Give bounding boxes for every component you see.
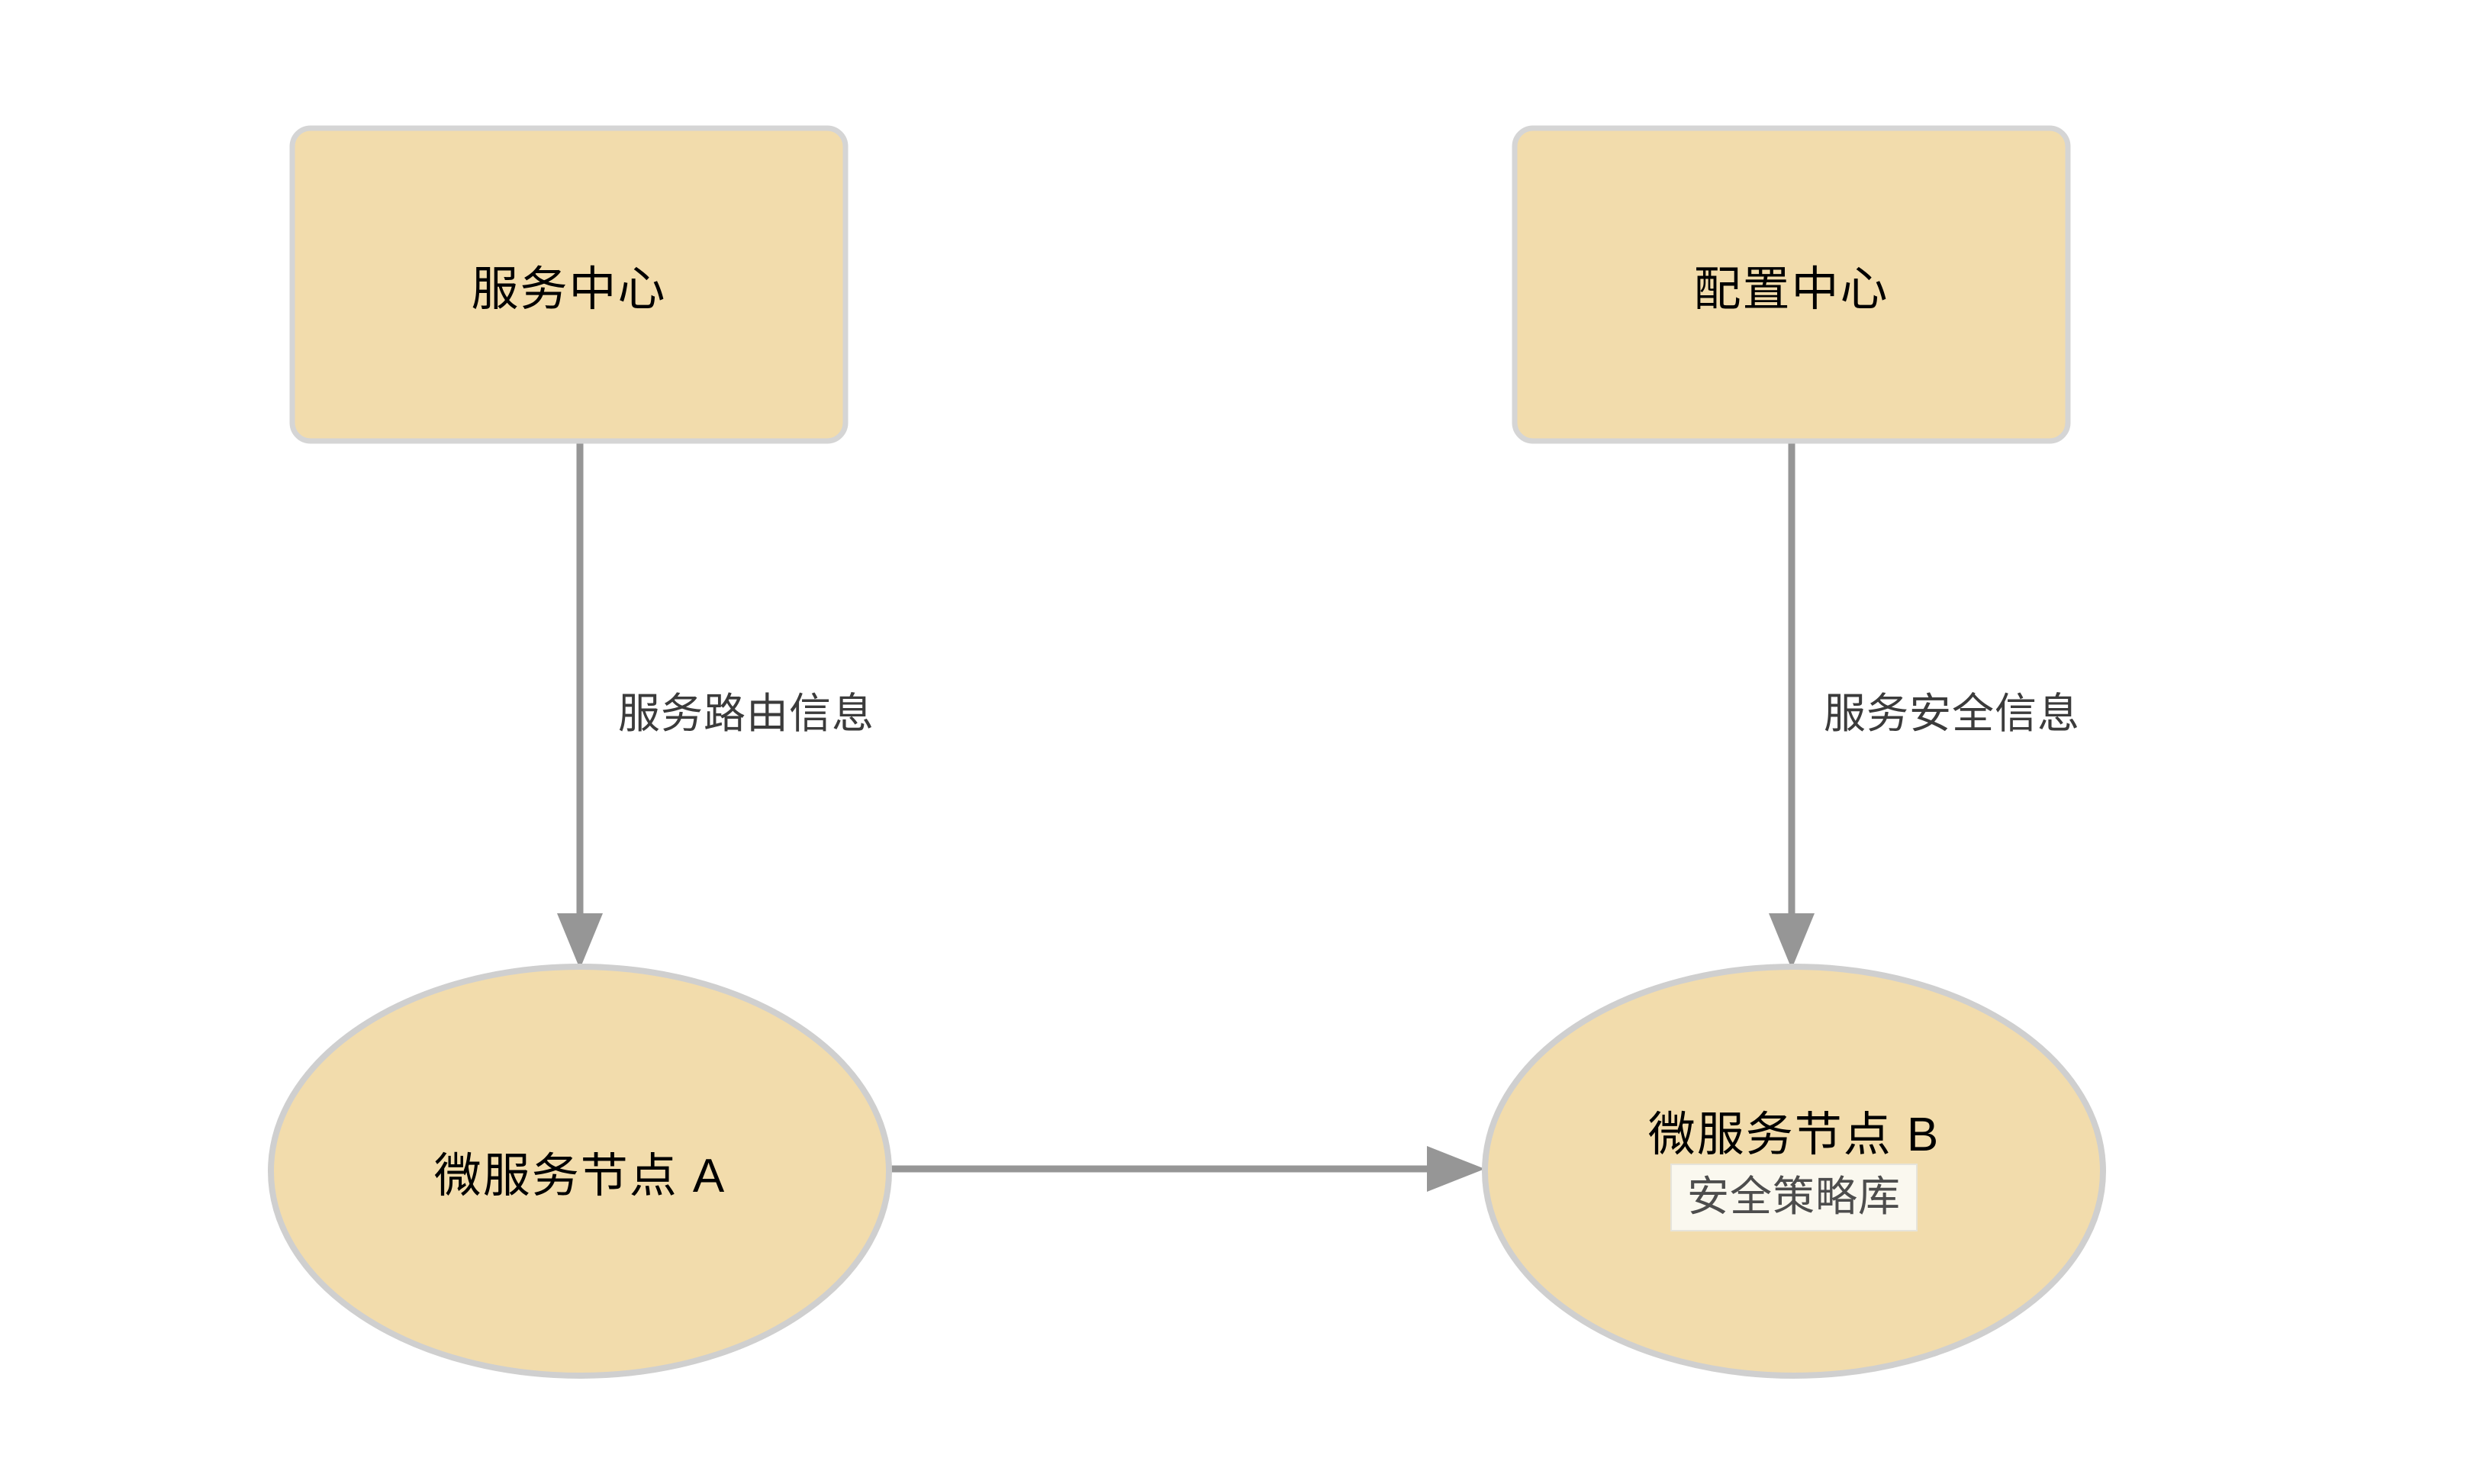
node-micro-a-shape[interactable] bbox=[268, 964, 892, 1379]
edge-service-center-to-micro-a bbox=[557, 441, 603, 969]
node-micro-b-shape[interactable] bbox=[1482, 964, 2106, 1379]
node-service-center-shape[interactable] bbox=[289, 125, 849, 444]
arrowhead-icon-down-right bbox=[1769, 913, 1815, 969]
edge-config-center-to-micro-b bbox=[1769, 441, 1815, 969]
arrowhead-icon-down-left bbox=[557, 913, 603, 969]
arrowhead-icon-right bbox=[1427, 1146, 1485, 1192]
edge-micro-a-to-micro-b bbox=[890, 1146, 1485, 1192]
node-config-center-shape[interactable] bbox=[1512, 125, 2071, 444]
